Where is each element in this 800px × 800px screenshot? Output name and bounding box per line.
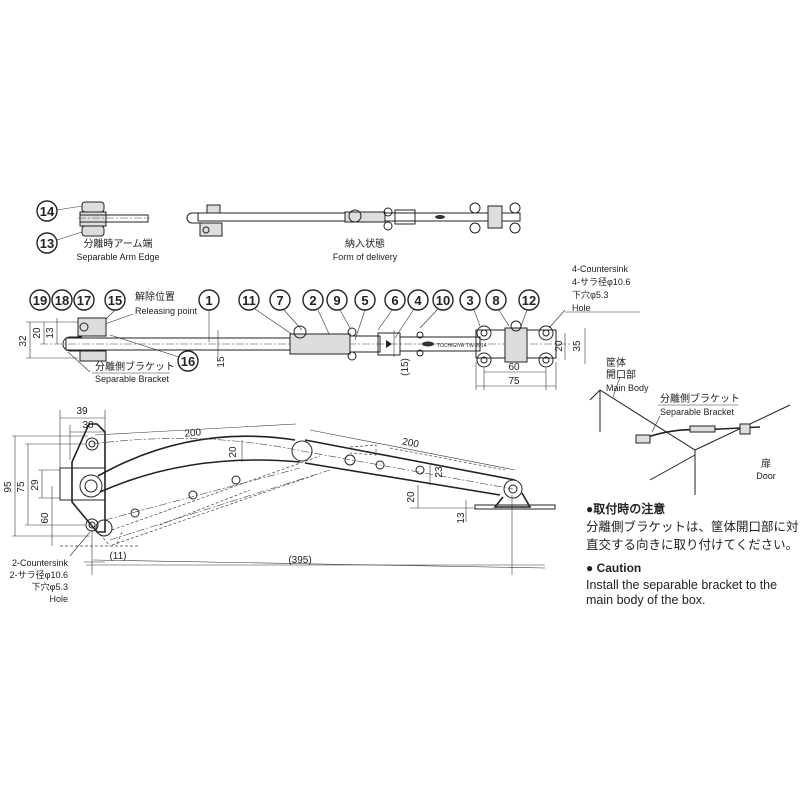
side-hole-en: Hole [49, 594, 68, 604]
releasing-point-jp: 解除位置 [135, 290, 175, 303]
caution-line2-en: main body of the box. [586, 593, 706, 607]
caution-notes: ●取付時の注意 分離側ブラケットは、筐体開口部に対し、 直交する向きに取り付けて… [586, 501, 800, 607]
part-number-12: 12 [522, 293, 536, 308]
dim-29: 29 [30, 479, 41, 491]
hole-label-en: Hole [572, 303, 591, 313]
caution-line1-en: Install the separable bracket to the [586, 578, 777, 592]
dim-13-side: 13 [456, 512, 467, 524]
dim-base-20: 20 [406, 491, 417, 503]
side-view: 39 30 95 75 29 60 (11) 200 20 200 23 20 … [3, 406, 556, 604]
caution-title-jp: ●取付時の注意 [586, 501, 665, 516]
dim-32: 32 [18, 335, 29, 347]
main-body-jp-2: 開口部 [606, 368, 636, 381]
caution-line1-jp: 分離側ブラケットは、筐体開口部に対し、 [586, 519, 800, 534]
part-number-9: 9 [333, 293, 340, 308]
dim-39: 39 [76, 406, 88, 417]
part-number-6: 6 [391, 293, 398, 308]
install-bracket-en: Separable Bracket [660, 407, 735, 417]
dim-arm-200: 200 [184, 427, 202, 439]
main-body-jp-1: 筐体 [606, 356, 626, 369]
separable-bracket-jp: 分離側ブラケット [95, 360, 175, 373]
installation-illustration: 筐体 開口部 Main Body 分離側ブラケット Separable Brac… [589, 356, 791, 495]
dim-link-200: 200 [401, 437, 420, 451]
dim-20: 20 [32, 327, 43, 339]
part-number-4: 4 [414, 293, 422, 308]
part-bubble-14 [36, 200, 58, 222]
dim-13: 13 [45, 327, 56, 339]
delivery-label-en: Form of delivery [333, 252, 398, 262]
part-number-15: 15 [108, 293, 122, 308]
separable-bracket-en: Separable Bracket [95, 374, 170, 384]
caution-line2-jp: 直交する向きに取り付けてください。 [586, 537, 798, 552]
dim-11: (11) [109, 551, 126, 562]
delivery-label-jp: 納入状態 [345, 237, 385, 250]
countersink-label-jp: 4-サラ径φ10.6 [572, 276, 630, 287]
dim-95: 95 [3, 481, 14, 493]
part-number-10: 10 [436, 293, 450, 308]
part-bubble-13 [36, 232, 58, 254]
dim-arm-20: 20 [228, 446, 239, 458]
part-number-2: 2 [309, 293, 316, 308]
door-jp: 扉 [761, 457, 771, 470]
install-bracket-jp: 分離側ブラケット [660, 392, 740, 405]
part-number-8: 8 [492, 293, 499, 308]
releasing-point-en: Releasing point [135, 306, 198, 316]
dim-35: 35 [572, 340, 583, 352]
side-countersink-en: 2-Countersink [12, 558, 69, 568]
door-en: Door [756, 471, 776, 481]
part-number-13: 13 [40, 236, 54, 251]
dim-15-ref: (15) [400, 358, 411, 376]
part-number-17: 17 [77, 293, 91, 308]
part-number-14: 14 [40, 204, 55, 219]
dim-hole-20: 20 [554, 340, 565, 352]
dim-60-side: 60 [40, 512, 51, 524]
dim-15: 15 [216, 356, 227, 368]
side-countersink-jp: 2-サラ径φ10.6 [10, 569, 68, 580]
side-hole-jp: 下穴φ5.3 [32, 581, 68, 592]
caution-title-en: ● Caution [586, 561, 641, 575]
brand-logo-text: TOCHIGIYA [437, 343, 465, 349]
form-of-delivery-view: 納入状態 Form of delivery [186, 202, 521, 262]
part-number-5: 5 [361, 293, 368, 308]
part-number-7: 7 [276, 293, 283, 308]
dim-60: 60 [508, 362, 520, 373]
hole-label-jp: 下穴φ5.3 [572, 289, 608, 300]
arm-edge-label-jp: 分離時アーム端 [83, 237, 152, 250]
part-bubbles: 19 18 17 15 1 11 7 2 9 5 6 4 10 3 8 12 1… [29, 289, 540, 372]
dim-23: 23 [434, 466, 445, 478]
dim-75-side: 75 [16, 481, 27, 493]
arm-edge-label-en: Separable Arm Edge [76, 252, 159, 262]
dim-395: (395) [288, 555, 311, 566]
part-number-3: 3 [466, 293, 473, 308]
countersink-label-en: 4-Countersink [572, 264, 629, 274]
part-number-19: 19 [33, 293, 47, 308]
dim-75: 75 [508, 376, 520, 387]
part-number-11: 11 [242, 293, 256, 308]
main-body-en: Main Body [606, 383, 649, 393]
part-number-1: 1 [205, 293, 212, 308]
dim-30: 30 [82, 420, 94, 431]
plan-view: 19 18 17 15 1 11 7 2 9 5 6 4 10 3 8 12 1… [18, 264, 640, 390]
separable-arm-edge-view: 14 13 分離時アーム端 Separable Arm Edge [36, 200, 160, 262]
part-number-16: 16 [181, 354, 195, 369]
part-number-18: 18 [55, 293, 69, 308]
